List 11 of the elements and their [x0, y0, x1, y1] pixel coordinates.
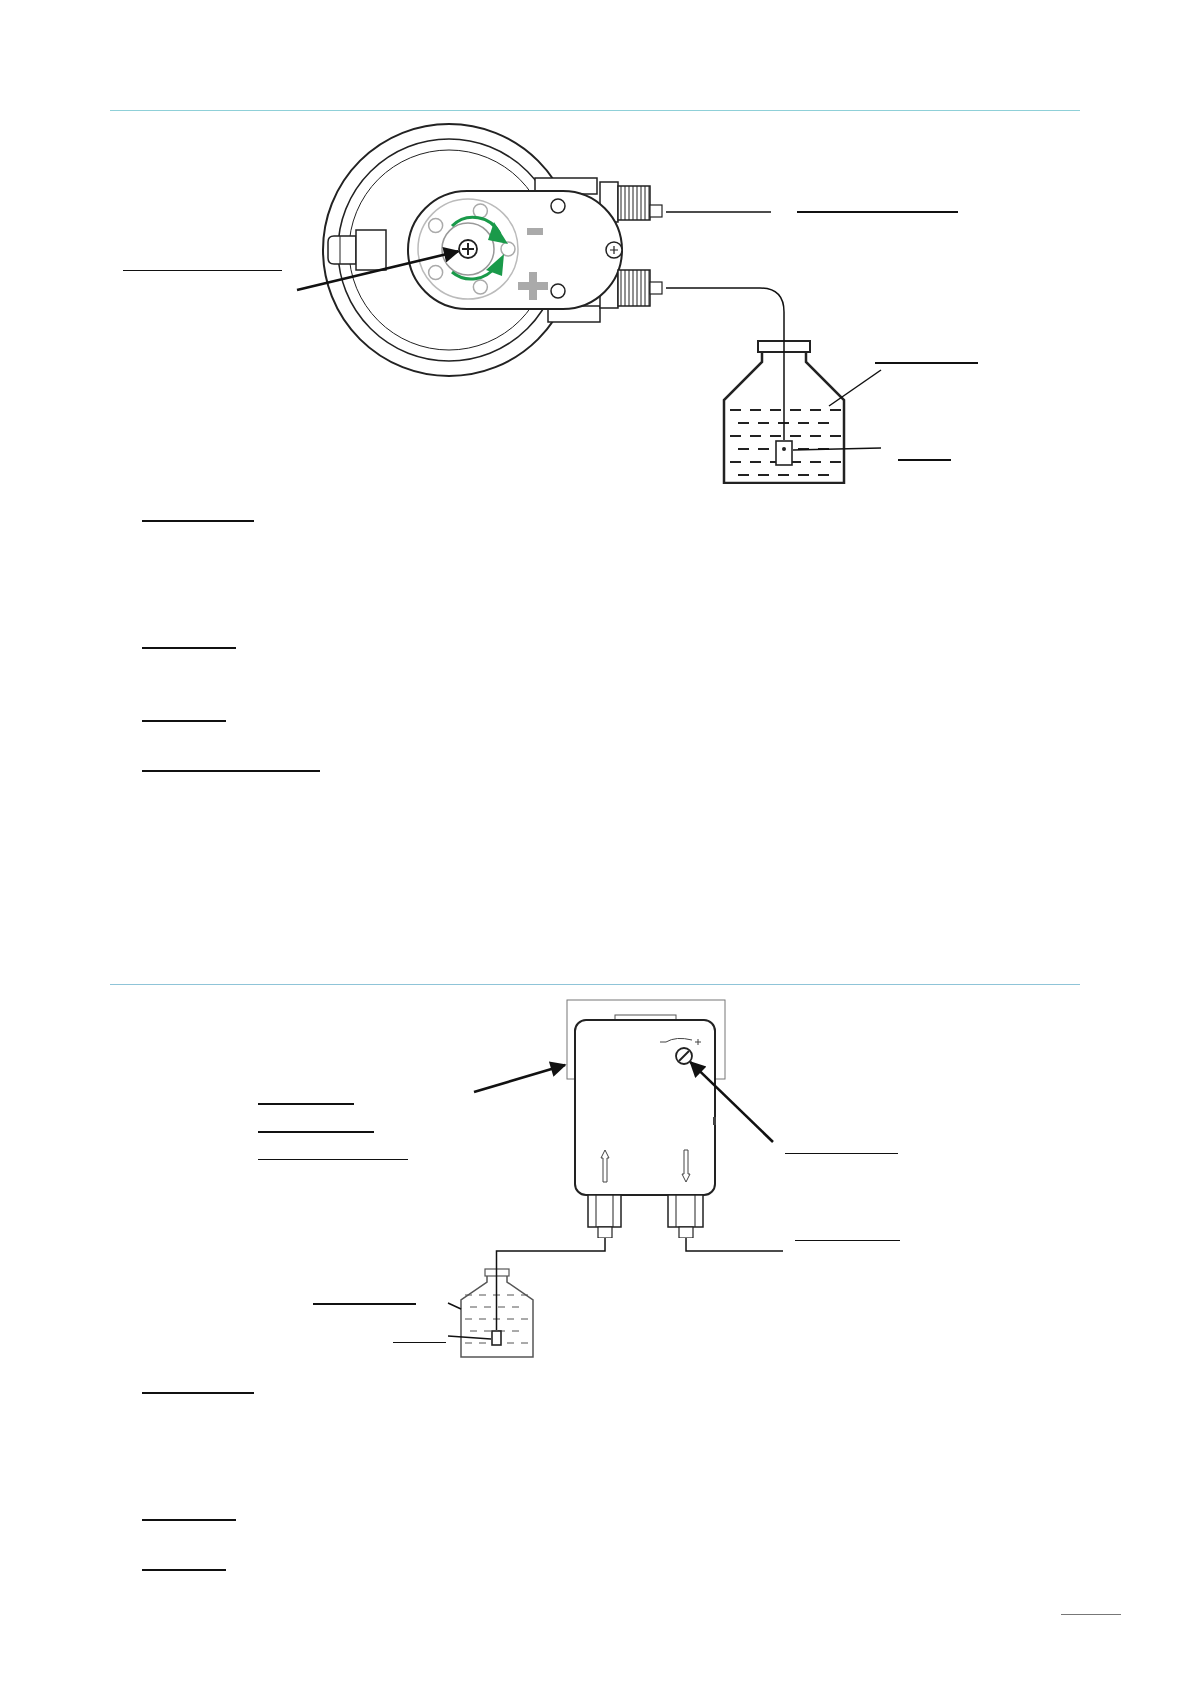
tube-line [665, 211, 772, 213]
tube-line [495, 1237, 606, 1331]
arrow [296, 246, 460, 292]
arrow [473, 1061, 567, 1094]
arrow [689, 1061, 774, 1143]
leader-line [447, 1335, 492, 1340]
tube-line [665, 287, 785, 441]
leader-line [447, 1302, 462, 1310]
leader-line [828, 369, 882, 407]
leader-line [792, 447, 882, 451]
tube-line [685, 1237, 784, 1252]
